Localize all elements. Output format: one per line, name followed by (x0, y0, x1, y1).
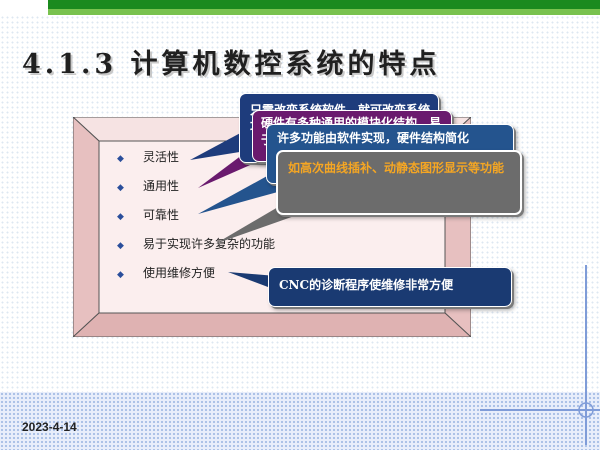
feature-label: 灵活性 (143, 150, 180, 164)
callout-complex-functions: 如高次曲线插补、动静态图形显示等功能 (276, 150, 522, 215)
diamond-bullet-icon: ◆ (117, 241, 124, 251)
top-dark-green-bar (48, 0, 600, 9)
diamond-bullet-icon: ◆ (117, 154, 124, 164)
list-item: ◆ 可靠性 (117, 207, 275, 236)
list-item: ◆ 易于实现许多复杂的功能 (117, 236, 275, 265)
list-item: ◆ 通用性 (117, 178, 275, 207)
list-item: ◆ 使用维修方便 (117, 265, 275, 294)
diamond-bullet-icon: ◆ (117, 212, 124, 222)
slide-date: 2023-4-14 (22, 420, 77, 434)
callout-maintenance: CNC的诊断程序使维修非常方便 (268, 267, 512, 307)
deco-horizontal-line (480, 409, 600, 411)
bottom-band (0, 392, 600, 450)
deco-crosshair-icon (578, 402, 594, 418)
page-title: 4.1.3 计算机数控系统的特点 (22, 49, 441, 80)
feature-label: 易于实现许多复杂的功能 (143, 237, 276, 251)
feature-label: 可靠性 (143, 208, 180, 222)
feature-label: 使用维修方便 (143, 266, 216, 280)
feature-list: ◆ 灵活性 ◆ 通用性 ◆ 可靠性 ◆ 易于实现许多复杂的功能 ◆ 使用维修方便 (117, 149, 275, 294)
diamond-bullet-icon: ◆ (117, 183, 124, 193)
diamond-bullet-icon: ◆ (117, 270, 124, 280)
deco-vertical-line (585, 265, 587, 445)
feature-label: 通用性 (143, 179, 180, 193)
top-bar-gap (0, 0, 48, 15)
top-light-green-bar (48, 9, 600, 15)
list-item: ◆ 灵活性 (117, 149, 275, 178)
